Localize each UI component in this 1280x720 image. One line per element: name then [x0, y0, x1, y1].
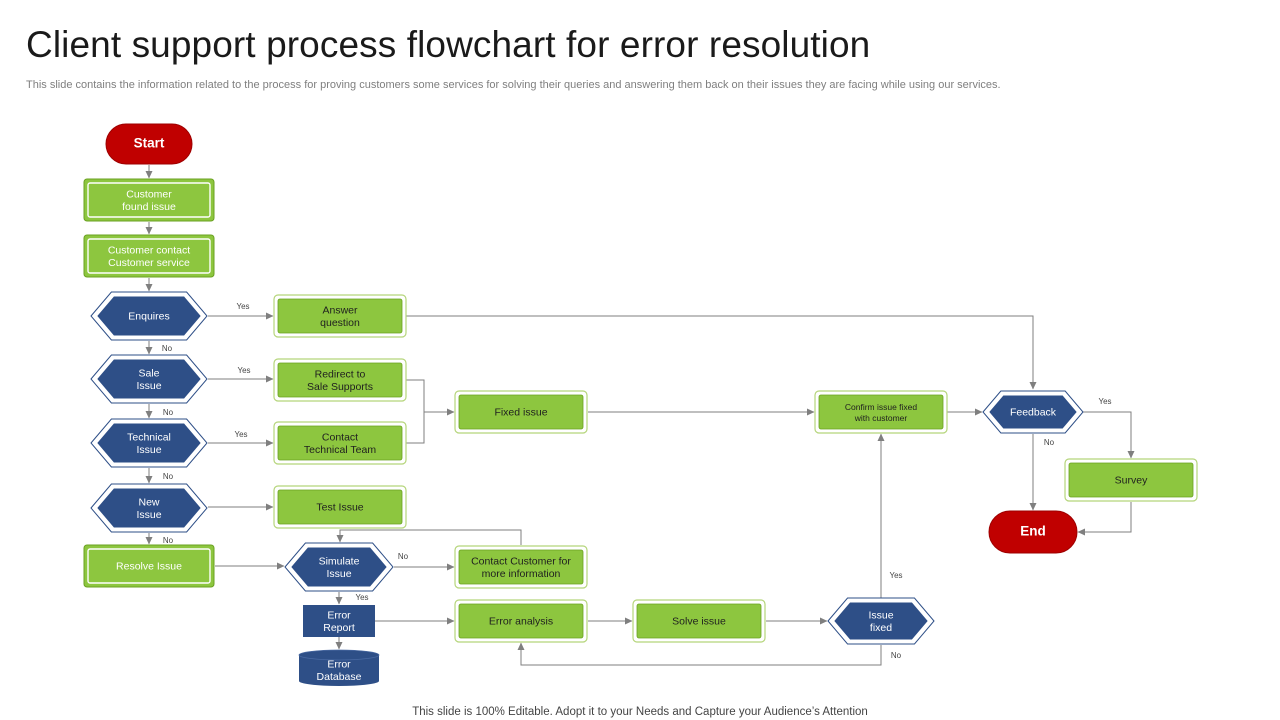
- no-label: No: [1044, 438, 1055, 447]
- yes-label: Yes: [236, 302, 249, 311]
- node-label: Issue: [868, 609, 893, 621]
- yes-label: Yes: [1098, 397, 1111, 406]
- connector-arrow: [1077, 502, 1132, 536]
- node-label: Customer: [126, 188, 172, 200]
- node-survey: Survey: [1064, 458, 1198, 502]
- node-label: Issue: [136, 509, 161, 521]
- node-label: Sale Supports: [307, 381, 373, 393]
- connector-layer: [145, 165, 1135, 666]
- connector-arrow: [406, 379, 425, 444]
- node-test-issue: Test Issue: [273, 485, 407, 529]
- node-label: Contact Customer for: [471, 555, 571, 567]
- node-label: fixed: [870, 622, 892, 634]
- no-label: No: [163, 472, 174, 481]
- node-label: Issue: [326, 568, 351, 580]
- node-label: Confirm issue fixed: [845, 402, 918, 412]
- node-label: Solve issue: [672, 616, 726, 628]
- node-label: Sale: [138, 367, 159, 379]
- connector-arrow: [336, 529, 522, 545]
- node-label: Start: [134, 136, 165, 151]
- connector-arrow: [517, 642, 882, 666]
- yes-label: Yes: [234, 430, 247, 439]
- node-error-analysis: Error analysis: [454, 599, 588, 643]
- node-label: Error: [327, 658, 351, 670]
- node-enquires: Enquires: [90, 291, 208, 341]
- node-start: Start: [105, 123, 193, 165]
- node-label: Technical Team: [304, 444, 376, 456]
- node-fixed-issue: Fixed issue: [454, 390, 588, 434]
- node-label: Enquires: [128, 311, 169, 323]
- slide-footer: This slide is 100% Editable. Adopt it to…: [412, 706, 868, 718]
- node-label: more information: [482, 568, 561, 580]
- no-label: No: [891, 651, 902, 660]
- connector-arrow: [1083, 411, 1135, 459]
- node-resolve-issue: Resolve Issue: [83, 544, 215, 588]
- node-label: Error analysis: [489, 616, 553, 628]
- no-label: No: [398, 552, 409, 561]
- no-label: No: [163, 536, 174, 545]
- node-label: with customer: [854, 413, 908, 423]
- node-label: End: [1020, 524, 1046, 539]
- node-feedback: Feedback: [982, 390, 1084, 434]
- yes-label: Yes: [355, 593, 368, 602]
- node-label: found issue: [122, 201, 176, 213]
- node-label: Fixed issue: [494, 407, 547, 419]
- node-label: New: [138, 496, 159, 508]
- node-label: Issue: [136, 444, 161, 456]
- node-end: End: [988, 510, 1078, 554]
- node-label: Error: [327, 609, 351, 621]
- node-label: question: [320, 317, 360, 329]
- node-label: Database: [317, 671, 362, 683]
- node-label: Issue: [136, 380, 161, 392]
- node-label: Feedback: [1010, 407, 1057, 419]
- node-label: Simulate: [319, 555, 360, 567]
- node-label: Contact: [322, 431, 358, 443]
- node-label: Technical: [127, 431, 171, 443]
- node-solve-issue: Solve issue: [632, 599, 766, 643]
- no-label: No: [163, 408, 174, 417]
- no-label: No: [162, 344, 173, 353]
- yes-label: Yes: [889, 571, 902, 580]
- connector-arrow: [406, 315, 1037, 390]
- yes-label: Yes: [237, 366, 250, 375]
- node-label: Resolve Issue: [116, 561, 182, 573]
- node-label: Answer: [322, 304, 358, 316]
- slide-title: Client support process flowchart for err…: [26, 24, 871, 65]
- node-label: Survey: [1115, 475, 1148, 487]
- node-label: Redirect to: [315, 368, 366, 380]
- node-label: Report: [323, 622, 355, 634]
- node-label: Test Issue: [316, 502, 363, 514]
- node-label: Customer service: [108, 257, 190, 269]
- node-label: Customer contact: [108, 244, 190, 256]
- slide-subtitle: This slide contains the information rela…: [26, 79, 1001, 91]
